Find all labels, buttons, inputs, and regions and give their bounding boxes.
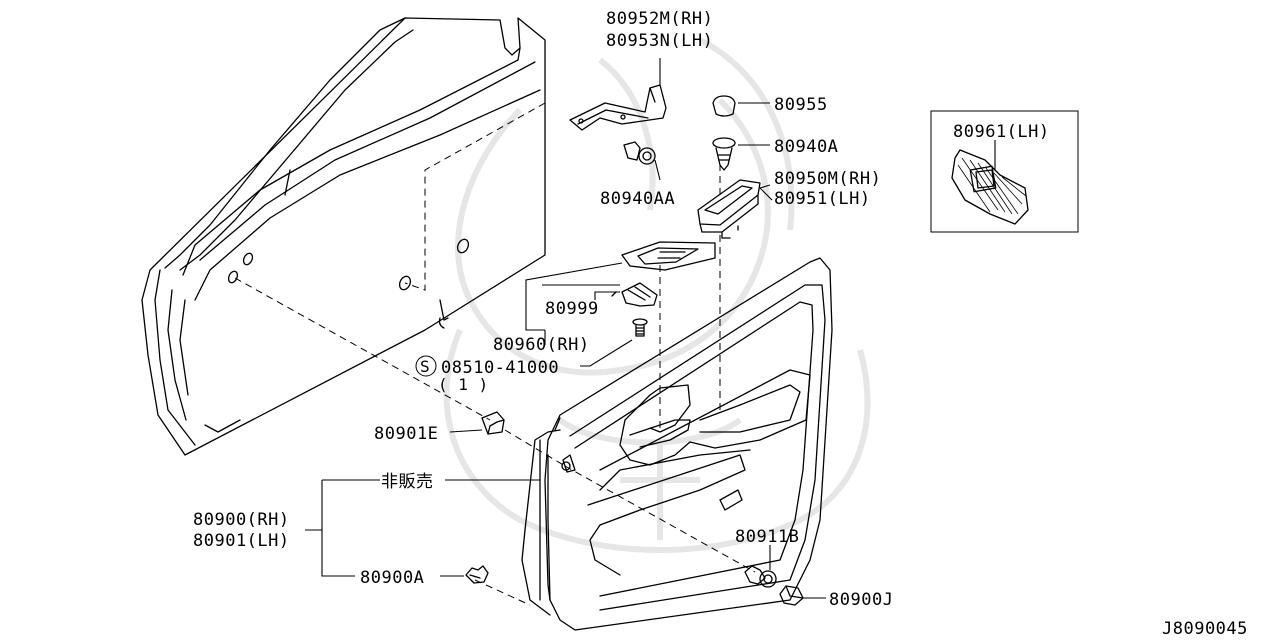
switch-80950-part [697, 179, 773, 239]
label-80901e: 80901E [374, 424, 438, 444]
clip-80940aa-part [623, 141, 661, 181]
label-80900a: 80900A [360, 568, 424, 588]
label-screw-quantity: ( 1 ) [438, 375, 489, 394]
label-80950m: 80950M(RH) [774, 169, 881, 189]
label-80999: 80999 [545, 299, 599, 319]
label-80952m: 80952M(RH) [606, 9, 713, 29]
clip-80940a-part [712, 137, 770, 171]
label-80955: 80955 [774, 95, 828, 115]
inset-box-80961 [930, 110, 1079, 233]
label-80940aa: 80940AA [600, 189, 675, 209]
trim-assembly-brace [305, 479, 540, 577]
door-trim-panel [521, 257, 833, 631]
label-screw-number: 08510-41000 [441, 358, 559, 378]
label-80901: 80901(LH) [193, 531, 290, 551]
screw-symbol-letter: S [420, 357, 430, 376]
door-shell [141, 17, 546, 456]
label-not-sold: 非販売 [381, 472, 434, 492]
watermark-emblem [443, 37, 871, 553]
clip-80900j-part [779, 585, 826, 606]
guide-lines [234, 102, 756, 606]
clip-80900a-part [440, 565, 489, 584]
bracket-leaders [525, 262, 623, 345]
label-80900: 80900(RH) [193, 510, 290, 530]
diagram-code: J8090045 [1162, 619, 1248, 638]
clip-80911b-part [744, 545, 777, 588]
label-80900j: 80900J [829, 590, 893, 610]
screw-label: S 08510-41000 ( 1 ) [415, 355, 559, 394]
label-80961: 80961(LH) [953, 122, 1050, 142]
label-80951: 80951(LH) [774, 189, 871, 209]
clip-80901e-part [449, 411, 505, 435]
cap-80955-part [712, 95, 770, 117]
screw-symbol-circle [415, 355, 437, 377]
label-80940a: 80940A [774, 137, 838, 157]
label-80960: 80960(RH) [493, 335, 590, 355]
finisher-80960-part [621, 241, 716, 271]
label-80911b: 80911B [735, 527, 799, 547]
part-labels: 80952M(RH) 80953N(LH) 80955 80940A 80940… [193, 9, 1248, 639]
bracket-part [569, 58, 667, 131]
bracket-80999-part [611, 282, 658, 307]
label-80953n: 80953N(LH) [606, 31, 713, 51]
screw-part [580, 318, 648, 367]
